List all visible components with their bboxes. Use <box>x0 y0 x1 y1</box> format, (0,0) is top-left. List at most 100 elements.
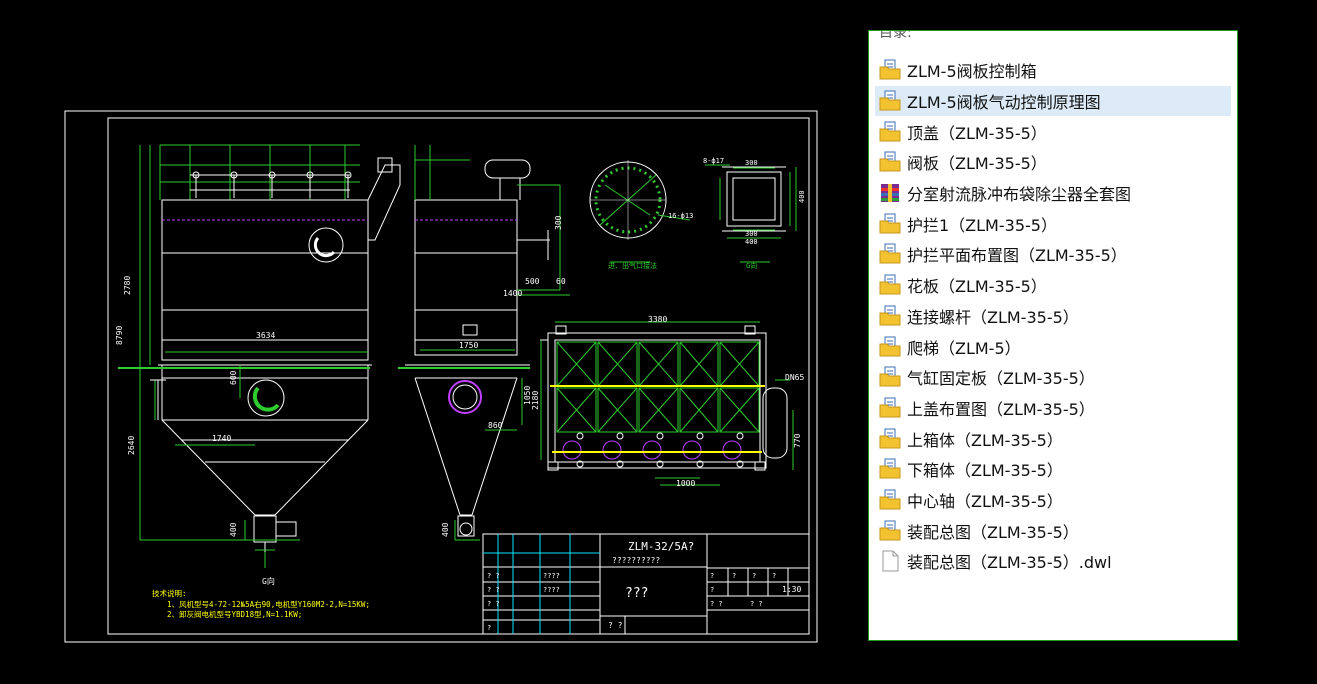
tb-cell: ? <box>710 572 714 580</box>
file-list: ZLM-5阀板控制箱 ZLM-5阀板气动控制原理图 顶盖（ZLM-35-5） 阀… <box>875 55 1231 577</box>
dim-1750: 1750 <box>459 341 478 350</box>
file-list-item[interactable]: ZLM-5阀板控制箱 <box>875 55 1231 86</box>
file-list-item-label: 下箱体（ZLM-35-5） <box>907 461 1063 481</box>
tb-cell: ? ? <box>487 572 500 580</box>
file-list-item[interactable]: 下箱体（ZLM-35-5） <box>875 454 1231 485</box>
note-heading: 技术说明: <box>152 588 187 598</box>
view-g2-label: G向 <box>746 261 757 270</box>
plan-view <box>540 321 794 486</box>
tb-cell: ? <box>710 586 714 594</box>
file-list-item-label: 上盖布置图（ZLM-35-5） <box>907 399 1095 419</box>
file-list-item[interactable]: 中心轴（ZLM-35-5） <box>875 485 1231 516</box>
tb-cell: ???? <box>543 586 560 594</box>
folder-doc-icon <box>879 274 901 296</box>
file-list-item-label: 花板（ZLM-35-5） <box>907 277 1047 297</box>
dim-1000: 1000 <box>676 479 695 488</box>
dim-8-17: 8-ф17 <box>703 157 724 165</box>
tb-cell: ? <box>752 572 756 580</box>
file-list-item-label: 气缸固定板（ZLM-35-5） <box>907 369 1095 389</box>
file-list-item[interactable]: 护拦平面布置图（ZLM-35-5） <box>875 239 1231 270</box>
folder-doc-icon <box>879 305 901 327</box>
dim-1050: 1050 <box>523 386 532 405</box>
tb-cell: ? ? <box>710 600 723 608</box>
file-list-item[interactable]: 装配总图（ZLM-35-5）.dwl <box>875 546 1231 577</box>
dim-400c: 400 <box>745 238 758 246</box>
file-list-item-label: 爬梯（ZLM-5） <box>907 338 1021 358</box>
file-list-item-label: 装配总图（ZLM-35-5）.dwl <box>907 553 1112 573</box>
file-list-item-label: 护拦平面布置图（ZLM-35-5） <box>907 246 1127 266</box>
tb-cell: ? ? <box>487 586 500 594</box>
file-list-item[interactable]: 气缸固定板（ZLM-35-5） <box>875 362 1231 393</box>
folder-doc-icon <box>879 90 901 112</box>
dim-300: 300 <box>554 215 563 230</box>
file-list-item[interactable]: 连接螺杆（ZLM-35-5） <box>875 301 1231 332</box>
folder-doc-icon <box>879 336 901 358</box>
tb-cell: ? <box>732 572 736 580</box>
dim-400: 400 <box>229 522 238 537</box>
file-list-item[interactable]: 阀板（ZLM-35-5） <box>875 147 1231 178</box>
file-list-item-label: 装配总图（ZLM-35-5） <box>907 522 1079 542</box>
section-label: 进、出气口接法 <box>608 261 657 270</box>
folder-doc-icon <box>879 243 901 265</box>
dim-3380: 3380 <box>648 315 667 324</box>
file-list-item[interactable]: 爬梯（ZLM-5） <box>875 331 1231 362</box>
sheet-outer-frame <box>64 110 818 643</box>
drawing-name: ??? <box>625 586 648 601</box>
side-view-dims: 300 1400 500 60 1750 1050 860 400 <box>441 215 566 537</box>
folder-doc-icon <box>879 428 901 450</box>
dim-300c: 300 <box>745 230 758 238</box>
archive-icon <box>879 182 901 204</box>
file-list-item[interactable]: 装配总图（ZLM-35-5） <box>875 515 1231 546</box>
file-list-item[interactable]: 上盖布置图（ZLM-35-5） <box>875 393 1231 424</box>
dim-8790: 8790 <box>115 326 124 345</box>
dim-3634: 3634 <box>256 331 275 340</box>
note-line-2: 2、卸灰阀电机型号YBD18型,N=1.1KW; <box>167 609 302 619</box>
g-view-detail <box>705 164 797 263</box>
dim-dn65: DN65 <box>785 373 804 382</box>
dim-500: 500 <box>525 277 540 286</box>
tb-cell: ? <box>772 572 776 580</box>
front-elevation-view <box>118 144 401 568</box>
side-elevation-view <box>398 145 570 541</box>
dim-600: 600 <box>229 370 238 385</box>
file-list-item[interactable]: 顶盖（ZLM-35-5） <box>875 116 1231 147</box>
technical-notes: 技术说明: 1、风机型号4-72-12№5A右90,电机型Y160M2-2,N=… <box>152 588 370 619</box>
tb-cell: ? ? <box>608 621 623 630</box>
flange-detail <box>589 160 691 263</box>
file-list-item-label: 阀板（ZLM-35-5） <box>907 154 1047 174</box>
folder-doc-icon <box>879 489 901 511</box>
dim-1400: 1400 <box>503 289 522 298</box>
file-list-item-label: 上箱体（ZLM-35-5） <box>907 430 1063 450</box>
g-view-labels: 8-ф17 300 300 400 400 G向 <box>703 157 806 270</box>
plan-view-dims: 3380 2180 1000 770 DN65 <box>531 315 804 488</box>
title-block <box>482 533 810 635</box>
folder-doc-icon <box>879 520 901 542</box>
title-block-text: ZLM-32/5A? ?????????? ??? 1:30 ? ? ? ? ?… <box>487 540 801 632</box>
file-list-panel: 目录: ZLM-5阀板控制箱 ZLM-5阀板气动控制原理图 顶盖（ZLM-35-… <box>868 30 1238 641</box>
file-list-item[interactable]: 分室射流脉冲布袋除尘器全套图 <box>875 178 1231 209</box>
file-list-item-label: 分室射流脉冲布袋除尘器全套图 <box>907 185 1132 205</box>
tb-cell: ? <box>487 624 491 632</box>
folder-doc-icon <box>879 151 901 173</box>
flange-labels: 16-ф13 进、出气口接法 <box>608 212 693 270</box>
drawing-scale: 1:30 <box>782 585 801 594</box>
tb-cell: ? ? <box>487 600 500 608</box>
note-line-1: 1、风机型号4-72-12№5A右90,电机型Y160M2-2,N=15KW; <box>167 599 370 609</box>
dim-2180: 2180 <box>531 391 540 410</box>
file-list-item[interactable]: 护拦1（ZLM-35-5） <box>875 208 1231 239</box>
dim-400b: 400 <box>441 522 450 537</box>
dim-770: 770 <box>793 433 802 448</box>
file-list-item[interactable]: 花板（ZLM-35-5） <box>875 270 1231 301</box>
file-list-item-label: ZLM-5阀板控制箱 <box>907 62 1037 82</box>
file-list-item-label: ZLM-5阀板气动控制原理图 <box>907 93 1101 113</box>
tb-cell: ???? <box>543 572 560 580</box>
folder-doc-icon <box>879 121 901 143</box>
folder-doc-icon <box>879 458 901 480</box>
file-list-item-label: 护拦1（ZLM-35-5） <box>907 215 1057 235</box>
drawing-code: ZLM-32/5A? <box>628 540 694 553</box>
dim-860: 860 <box>488 421 503 430</box>
dim-16-13: 16-ф13 <box>668 212 693 220</box>
file-list-item[interactable]: 上箱体（ZLM-35-5） <box>875 423 1231 454</box>
file-list-item[interactable]: ZLM-5阀板气动控制原理图 <box>875 85 1231 117</box>
